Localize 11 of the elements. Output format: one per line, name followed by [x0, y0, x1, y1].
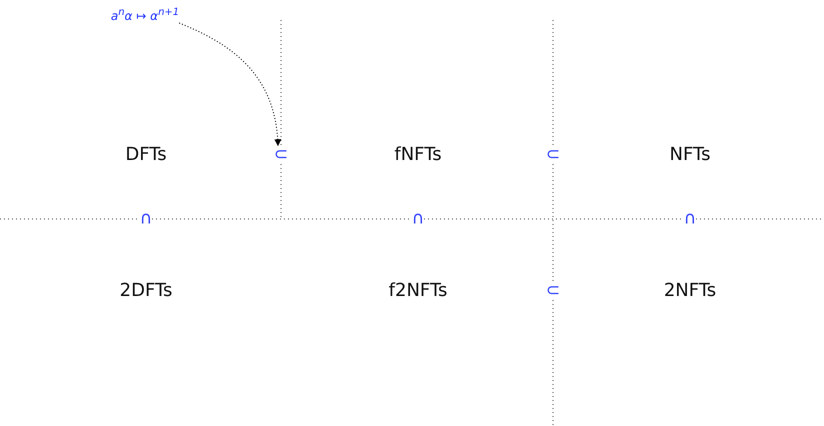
class-label: fNFTs [394, 146, 442, 164]
class-label: 2DFTs [120, 282, 172, 300]
relation-symbol: ⊂ [546, 282, 560, 300]
class-label: f2NFTs [388, 282, 448, 300]
class-label: 2NFTs [664, 282, 716, 300]
class-label: DFTs [125, 146, 167, 164]
subset-symbol: ⊂ [274, 146, 288, 164]
relation-symbol: ⊂ [546, 146, 560, 164]
leader-arrow [178, 22, 281, 146]
class-label: NFTs [670, 146, 710, 164]
math-annotation: a$^{n}$α ↦ α$^{n+1}$ [110, 8, 180, 22]
